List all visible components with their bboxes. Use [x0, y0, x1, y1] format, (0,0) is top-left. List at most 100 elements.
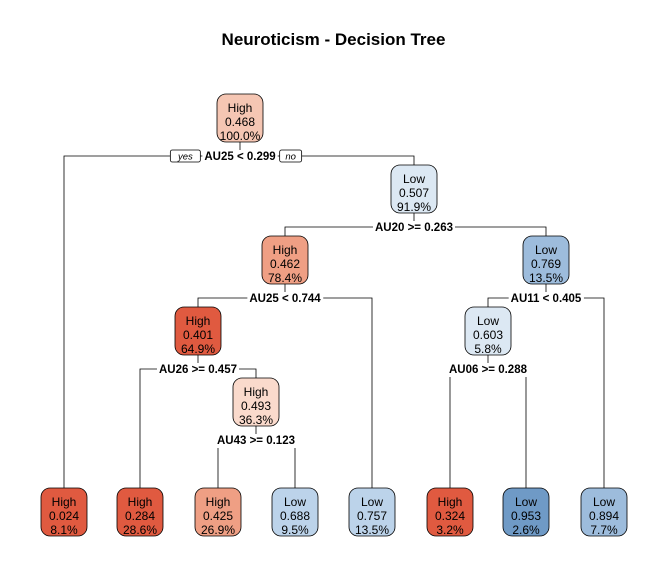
- split-rule: AU06 >= 0.288: [449, 364, 528, 376]
- split-label-bg: [202, 150, 278, 164]
- node-class: Low: [477, 314, 499, 328]
- node-box: [580, 487, 628, 537]
- node-box: [116, 487, 164, 537]
- node-value: 0.284: [125, 509, 155, 523]
- node-box: [232, 377, 280, 427]
- node-value: 0.024: [49, 509, 79, 523]
- node-percent: 28.6%: [123, 523, 157, 537]
- split-label-bg: [247, 292, 324, 306]
- node-value: 0.757: [357, 509, 387, 523]
- tree-edges: [63, 142, 605, 488]
- tree-nodes: High0.468100.0%Low0.50791.9%High0.46278.…: [40, 93, 628, 537]
- node-box: [390, 164, 438, 214]
- chart-title: Neuroticism - Decision Tree: [221, 30, 446, 49]
- node-class: Low: [361, 495, 383, 509]
- node-value: 0.688: [280, 509, 310, 523]
- node-percent: 26.9%: [201, 523, 235, 537]
- split-label-bg: [446, 363, 530, 377]
- node-value: 0.401: [183, 328, 213, 342]
- node-value: 0.894: [589, 509, 619, 523]
- node-box: [194, 487, 242, 537]
- node-box: [271, 487, 319, 537]
- node-percent: 64.9%: [181, 342, 215, 356]
- node-percent: 9.5%: [281, 523, 309, 537]
- branch-no-text: no: [285, 152, 296, 163]
- node-value: 0.769: [531, 257, 561, 271]
- split-label-bg: [156, 363, 240, 377]
- node-class: Low: [535, 243, 557, 257]
- node-percent: 2.6%: [512, 523, 540, 537]
- node-class: High: [273, 243, 298, 257]
- split-rule: AU11 < 0.405: [511, 293, 582, 305]
- node-class: High: [186, 314, 211, 328]
- edge-branch: [197, 297, 373, 488]
- node-box: [40, 487, 88, 537]
- node-value: 0.953: [511, 509, 541, 523]
- node-value: 0.425: [203, 509, 233, 523]
- split-label-bg: [508, 292, 584, 306]
- node-value: 0.493: [241, 399, 271, 413]
- split-rule: AU20 >= 0.263: [375, 222, 453, 234]
- split-label: AU06 >= 0.288: [446, 363, 530, 377]
- node-value: 0.603: [473, 328, 503, 342]
- edge-branch: [449, 368, 527, 488]
- branch-yes-label: yes: [169, 149, 201, 163]
- node-class: Low: [284, 495, 306, 509]
- node-percent: 100.0%: [220, 129, 261, 143]
- branch-label-box: [169, 149, 201, 163]
- split-rule: AU25 < 0.744: [249, 293, 321, 305]
- node-class: High: [244, 385, 269, 399]
- node-class: Low: [403, 172, 425, 186]
- node-class: High: [52, 495, 77, 509]
- node-box: [348, 487, 396, 537]
- node-class: Low: [593, 495, 615, 509]
- branch-no-label: no: [279, 149, 303, 163]
- node-value: 0.324: [435, 509, 465, 523]
- node-value: 0.468: [225, 115, 255, 129]
- split-label: AU26 >= 0.457: [156, 363, 240, 377]
- split-label-bg: [372, 221, 456, 235]
- node-percent: 36.3%: [239, 413, 273, 427]
- split-label: AU25 < 0.744: [247, 292, 324, 306]
- split-rule: AU43 >= 0.123: [217, 435, 295, 447]
- node-class: High: [206, 495, 231, 509]
- node-box: [464, 306, 512, 356]
- split-label-bg: [214, 434, 298, 448]
- node-class: Low: [515, 495, 537, 509]
- node-percent: 78.4%: [268, 271, 302, 285]
- node-box: [502, 487, 550, 537]
- node-value: 0.507: [399, 186, 429, 200]
- split-label: AU25 < 0.299: [202, 150, 278, 164]
- node-percent: 13.5%: [355, 523, 389, 537]
- node-box: [522, 235, 570, 285]
- node-percent: 7.7%: [590, 523, 618, 537]
- node-percent: 91.9%: [397, 200, 431, 214]
- node-box: [426, 487, 474, 537]
- node-class: High: [438, 495, 463, 509]
- split-rule: AU26 >= 0.457: [159, 364, 237, 376]
- branch-label-box: [279, 149, 303, 163]
- split-label: AU20 >= 0.263: [372, 221, 456, 235]
- branch-yes-text: yes: [177, 152, 193, 163]
- node-box: [174, 306, 222, 356]
- node-percent: 5.8%: [474, 342, 502, 356]
- node-box: [216, 93, 264, 143]
- split-label: AU11 < 0.405: [508, 292, 584, 306]
- node-value: 0.462: [270, 257, 300, 271]
- split-rule: AU25 < 0.299: [204, 151, 275, 163]
